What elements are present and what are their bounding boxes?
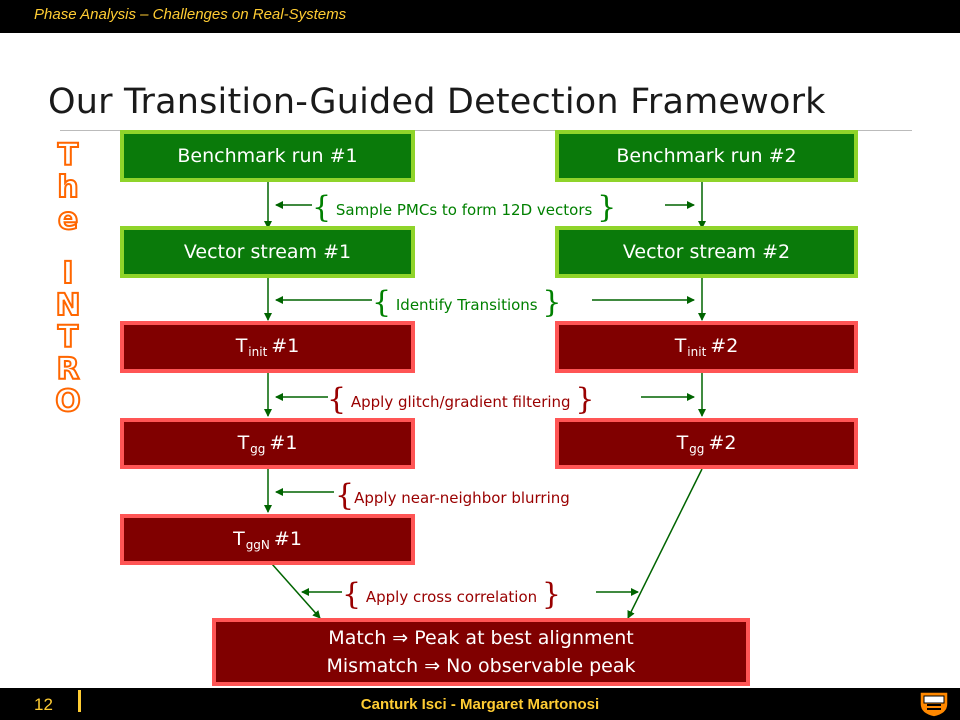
header-bar: Phase Analysis – Challenges on Real-Syst… [0, 0, 960, 33]
t-gg-2-box: Tgg#2 [555, 418, 858, 469]
side-char: I [61, 255, 74, 292]
t-init-2-box: Tinit#2 [555, 321, 858, 373]
t-init-1-box: Tinit#1 [120, 321, 415, 373]
side-char: T [57, 319, 79, 356]
page-number: 12 [34, 695, 53, 714]
box-label: Vector stream #2 [622, 241, 791, 263]
arrow-diagonal [627, 468, 703, 619]
footer-divider [78, 690, 81, 712]
title-rule [60, 130, 912, 131]
header-title: Phase Analysis – Challenges on Real-Syst… [34, 6, 347, 23]
side-char: N [54, 287, 81, 324]
step-blur-label: {Apply near-neighbor blurring [335, 478, 570, 513]
result-box: Match ⇒ Peak at best alignment Mismatch … [212, 618, 750, 686]
footer-bar [0, 688, 960, 720]
t-ggn-1-box: TggN#1 [120, 514, 415, 565]
university-shield-logo [919, 691, 949, 718]
side-char: e [57, 201, 79, 238]
box-label: Vector stream #1 [183, 241, 352, 263]
vector-stream-2-box: Vector stream #2 [555, 226, 858, 278]
side-char: O [54, 383, 82, 420]
step-identify-label: { Identify Transitions } [372, 285, 562, 320]
t-gg-1-box: Tgg#1 [120, 418, 415, 469]
step-sample-label: { Sample PMCs to form 12D vectors } [312, 190, 617, 225]
result-match: Match ⇒ Peak at best alignment [328, 627, 634, 649]
box-label: Tgg#2 [676, 431, 737, 456]
side-char: R [55, 351, 80, 388]
arrow-diagonal [271, 563, 321, 619]
box-label: Tgg#1 [237, 431, 298, 456]
result-mismatch: Mismatch ⇒ No observable peak [326, 655, 636, 677]
box-label: Benchmark run #1 [177, 145, 358, 167]
benchmark-run-2-box: Benchmark run #2 [555, 130, 858, 182]
side-char: T [57, 137, 79, 174]
box-label: Tinit#1 [235, 335, 300, 359]
slide-title: Our Transition-Guided Detection Framewor… [48, 82, 826, 122]
side-char: h [56, 169, 79, 206]
footer-authors: Canturk Isci - Margaret Martonosi [360, 696, 600, 713]
box-label: Tinit#2 [674, 335, 739, 359]
box-label: TggN#1 [233, 527, 302, 552]
box-label: Benchmark run #2 [616, 145, 797, 167]
benchmark-run-1-box: Benchmark run #1 [120, 130, 415, 182]
vector-stream-1-box: Vector stream #1 [120, 226, 415, 278]
step-glitch-label: { Apply glitch/gradient filtering } [327, 382, 595, 417]
step-cross-label: { Apply cross correlation } [342, 577, 562, 612]
